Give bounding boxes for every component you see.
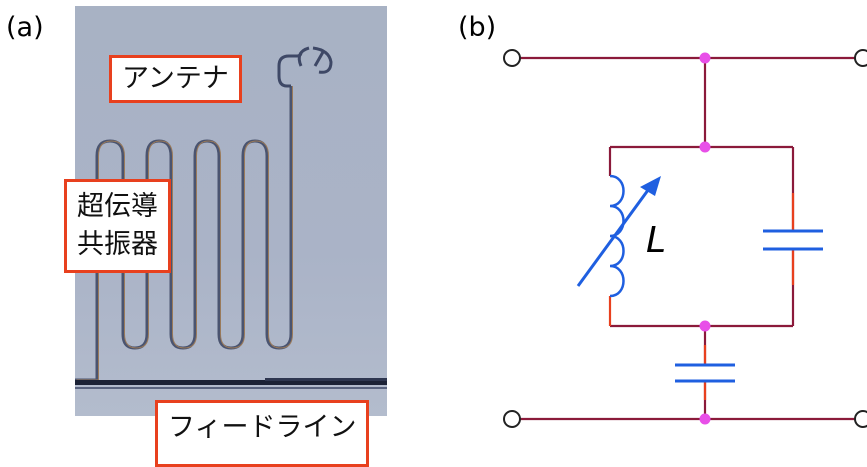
terminal-top-left — [503, 49, 521, 67]
antenna-callout: アンテナ — [109, 55, 242, 103]
terminal-bottom-left — [503, 410, 521, 428]
variable-arrow — [576, 185, 653, 287]
series-capacitor — [675, 363, 735, 383]
terminal-bottom-right — [854, 410, 867, 428]
junction-nodes — [699, 52, 711, 425]
shunt-capacitor — [763, 229, 823, 251]
terminal-top-right — [854, 49, 867, 67]
meander-line — [75, 86, 293, 382]
inductor-label: L — [646, 220, 666, 261]
panel-a-label: (a) — [6, 12, 44, 43]
feedline-callout: フィードライン — [155, 400, 370, 467]
resonator-callout: 超伝導 共振器 — [64, 179, 171, 273]
inductor-coil — [609, 174, 625, 298]
panel-b-label: (b) — [458, 12, 497, 43]
feedline-strip — [75, 380, 387, 385]
